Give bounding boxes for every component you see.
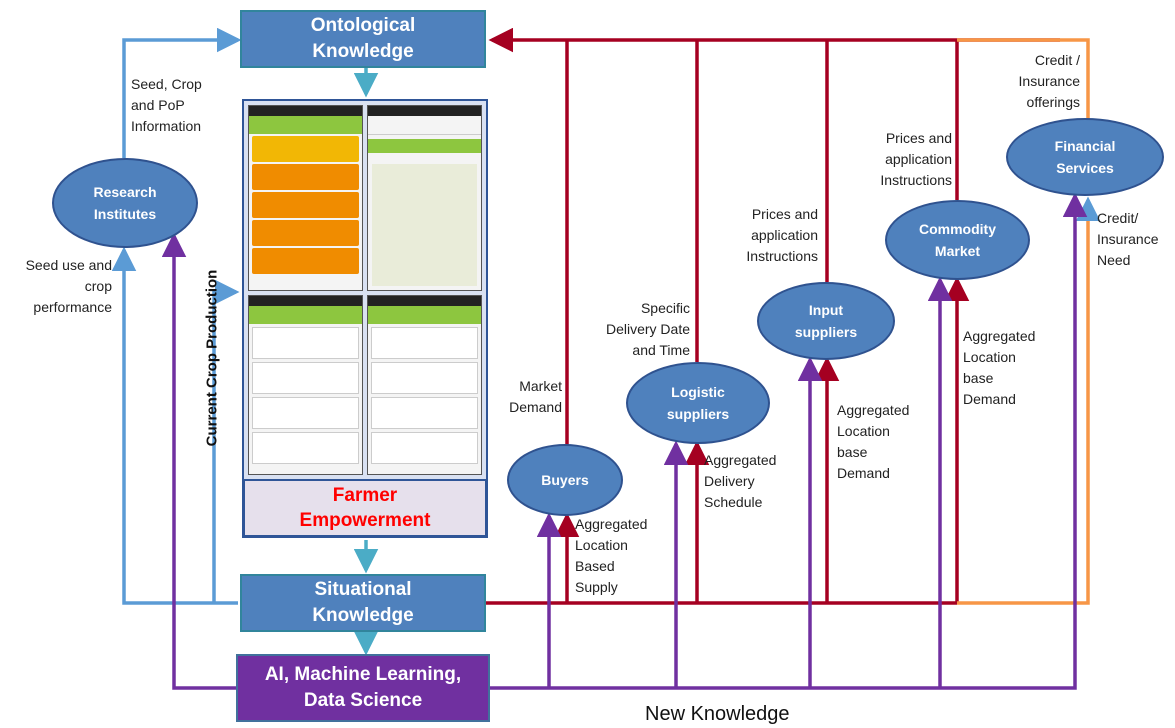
input-suppliers-node: Input suppliers [757,282,895,360]
agg-supply-label: Aggregated Location Based Supply [575,516,648,595]
buyers-label: Buyers [541,472,589,488]
buyers-node: Buyers [507,444,623,516]
farmer-empowerment-label: Farmer Empowerment [299,485,431,531]
seed-use-label: Seed use and crop performance [25,257,112,315]
delivery-date-label: Specific Delivery Date and Time [605,300,690,358]
new-knowledge-label: New Knowledge [645,703,790,725]
logistic-suppliers-label: Logistic suppliers [666,384,730,422]
phone-screenshots [242,99,488,481]
research-institutes-node: Research Institutes [52,158,198,248]
ontological-knowledge-label: Ontological Knowledge [310,15,416,62]
market-demand-label: Market Demand [509,378,562,415]
logistic-suppliers-node: Logistic suppliers [626,362,770,444]
agg-delivery-label: Aggregated Delivery Schedule [704,452,777,510]
financial-services-node: Financial Services [1006,118,1164,196]
app-menu-screen [248,105,363,291]
current-crop-production-label: Current Crop Production [203,269,221,447]
crop-list-screen [248,295,363,475]
map-screen [367,105,482,291]
agg-input-demand-label: Aggregated Location base Demand [837,402,910,481]
commodity-market-label: Commodity Market [919,221,996,259]
prices-input-label: Prices and application Instructions [746,206,818,264]
seed-crop-info-label: Seed, Crop and PoP Information [131,76,202,134]
ai-ml-data-science-box: AI, Machine Learning, Data Science [236,654,490,722]
credit-offerings-label: Credit / Insurance offerings [1018,52,1080,110]
credit-need-label: Credit/ Insurance Need [1097,210,1159,268]
research-institutes-label: Research Institutes [93,184,157,222]
current-crop-production-label-wrap: Current Crop Production [192,270,232,447]
financial-services-label: Financial Services [1054,138,1116,176]
farmer-empowerment-box: Farmer Empowerment [242,481,488,538]
input-suppliers-label: Input suppliers [794,302,858,340]
agg-commodity-demand-label: Aggregated Location base Demand [963,328,1036,407]
situational-knowledge-box: Situational Knowledge [240,574,486,632]
ai-ml-data-science-label: AI, Machine Learning, Data Science [264,664,462,711]
expense-calculator-screen [367,295,482,475]
prices-commodity-label: Prices and application Instructions [880,130,952,188]
situational-knowledge-label: Situational Knowledge [312,579,414,626]
commodity-market-node: Commodity Market [885,200,1030,280]
ontological-knowledge-box: Ontological Knowledge [240,10,486,68]
